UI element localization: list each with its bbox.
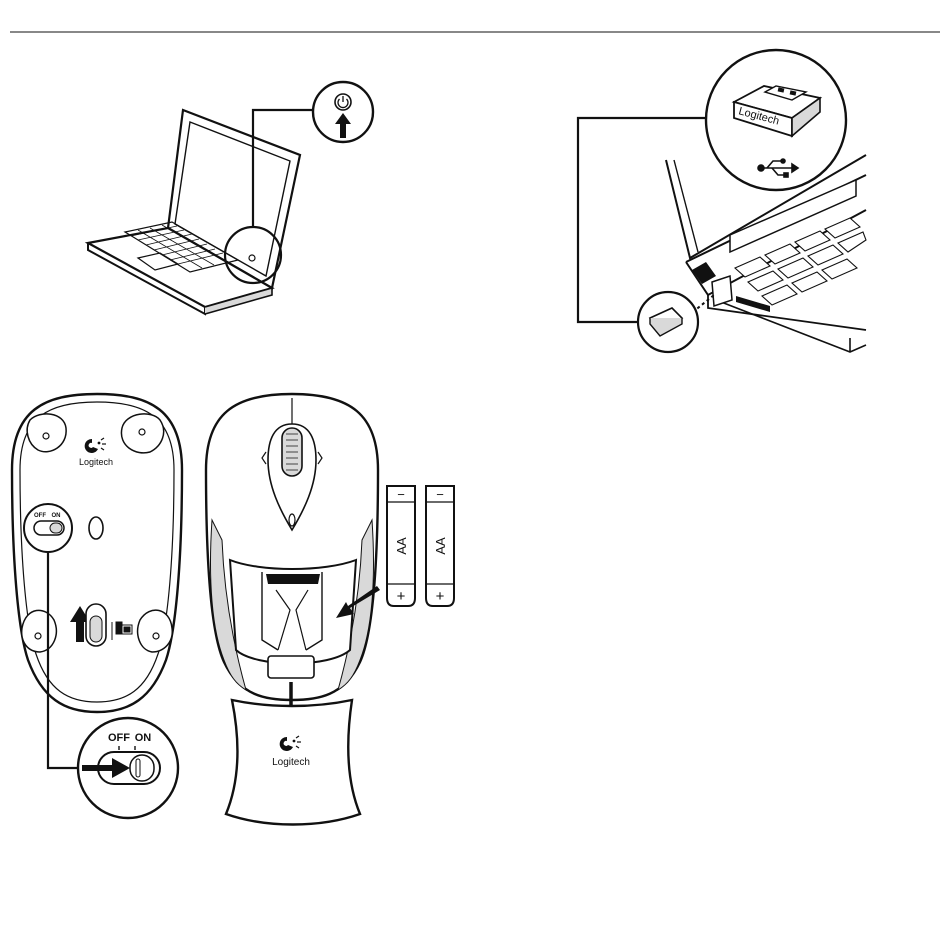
panel-mouse-switch: Logitech OFF ON OFF ON <box>12 394 182 818</box>
panel-laptop-power <box>88 82 373 314</box>
battery-right-type: AA <box>433 537 448 555</box>
cover-logo-text: Logitech <box>272 757 310 768</box>
battery-left: − AA + <box>387 486 415 606</box>
mouse-bottom-logo-text: Logitech <box>79 457 113 467</box>
panel-mouse-batteries: Logitech − AA + − AA + <box>206 394 454 825</box>
battery-right-plus: + <box>436 588 445 605</box>
battery-left-plus: + <box>397 588 406 605</box>
power-icon <box>335 94 351 110</box>
switch-small-on-label: ON <box>52 513 61 519</box>
switch-large-off-label: OFF <box>108 732 130 744</box>
battery-left-minus: − <box>397 487 405 502</box>
switch-small-off-label: OFF <box>34 513 46 519</box>
battery-right-minus: − <box>436 487 444 502</box>
battery-right: − AA + <box>426 486 454 606</box>
switch-large-on-label: ON <box>135 732 152 744</box>
battery-left-type: AA <box>394 537 409 555</box>
panel-receiver-insert: Logitech <box>578 50 866 352</box>
